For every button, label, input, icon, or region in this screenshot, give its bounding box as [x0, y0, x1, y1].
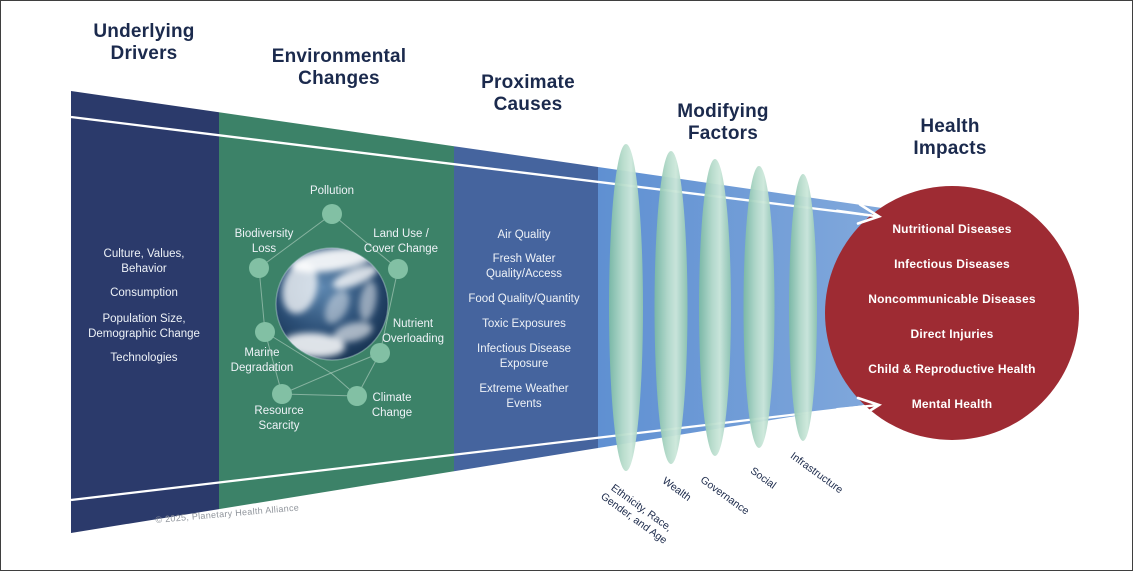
driver-item-consumption: Consumption	[110, 287, 178, 299]
impact-item-injuries: Direct Injuries	[910, 327, 994, 341]
env-label-biodiversity: Biodiversity Loss	[234, 228, 294, 255]
env-label-resource: Resource Scarcity	[254, 405, 304, 432]
network-node-land-use	[388, 259, 408, 279]
modifier-lens-ethnicity	[609, 144, 643, 471]
modifier-lens-social	[743, 166, 775, 448]
health-impacts-circle	[825, 186, 1079, 440]
proximate-item-food: Food Quality/Quantity	[468, 293, 580, 305]
env-label-pollution: Pollution	[309, 185, 355, 197]
impact-item-nutritional: Nutritional Diseases	[892, 222, 1012, 236]
stage-title-environmental-changes: Environmental Changes	[271, 46, 407, 90]
funnel-segment-underlying	[71, 91, 219, 533]
env-label-land-use: Land Use / Cover Change	[363, 228, 439, 255]
arrowhead-top-icon	[856, 203, 883, 225]
env-label-nutrient: Nutrient Overloading	[381, 318, 444, 345]
proximate-item-infectious: Infectious Disease Exposure	[477, 343, 571, 370]
modifier-lens-wealth	[654, 151, 688, 464]
driver-item-technologies: Technologies	[110, 352, 178, 364]
network-node-biodiversity	[249, 258, 269, 278]
arrowhead-bottom-icon	[856, 396, 883, 419]
impact-item-infectious: Infectious Diseases	[894, 257, 1010, 271]
stage-title-proximate-causes: Proximate Causes	[481, 72, 575, 116]
stage-title-underlying-drivers: Underlying Drivers	[93, 21, 195, 65]
impact-item-noncommunicable: Noncommunicable Diseases	[868, 292, 1036, 306]
driver-item-population: Population Size, Demographic Change	[88, 313, 200, 340]
earth-globe-image	[275, 247, 389, 361]
env-label-marine: Marine Degradation	[230, 347, 294, 374]
driver-item-culture: Culture, Values, Behavior	[103, 248, 185, 275]
proximate-item-freshwater: Fresh Water Quality/Access	[485, 253, 563, 280]
modifier-lenses	[609, 144, 817, 471]
network-node-marine	[255, 322, 275, 342]
flow-arrowheads	[835, 203, 883, 419]
stage-title-modifying-factors: Modifying Factors	[677, 101, 769, 145]
impact-item-mental: Mental Health	[911, 397, 993, 411]
impact-item-reproductive: Child & Reproductive Health	[868, 362, 1036, 376]
proximate-item-weather: Extreme Weather Events	[479, 383, 569, 410]
network-node-pollution	[322, 204, 342, 224]
stage-title-health-impacts: Health Impacts	[913, 116, 987, 160]
proximate-item-toxic: Toxic Exposures	[482, 318, 566, 330]
environment-network-nodes	[249, 204, 408, 406]
flow-arrow-bottom-shaft	[70, 403, 876, 502]
network-node-climate	[347, 386, 367, 406]
modifier-lens-governance	[699, 159, 731, 456]
proximate-item-air: Air Quality	[497, 229, 551, 241]
env-label-climate: Climate Change	[371, 392, 413, 419]
network-node-nutrient	[370, 343, 390, 363]
modifier-lens-infrastructure	[789, 174, 817, 441]
flow-arrow-top-shaft	[70, 115, 876, 218]
funnel-segment-proximate	[454, 146, 598, 472]
network-node-resource	[272, 384, 292, 404]
flow-arrow-shafts	[70, 115, 876, 502]
